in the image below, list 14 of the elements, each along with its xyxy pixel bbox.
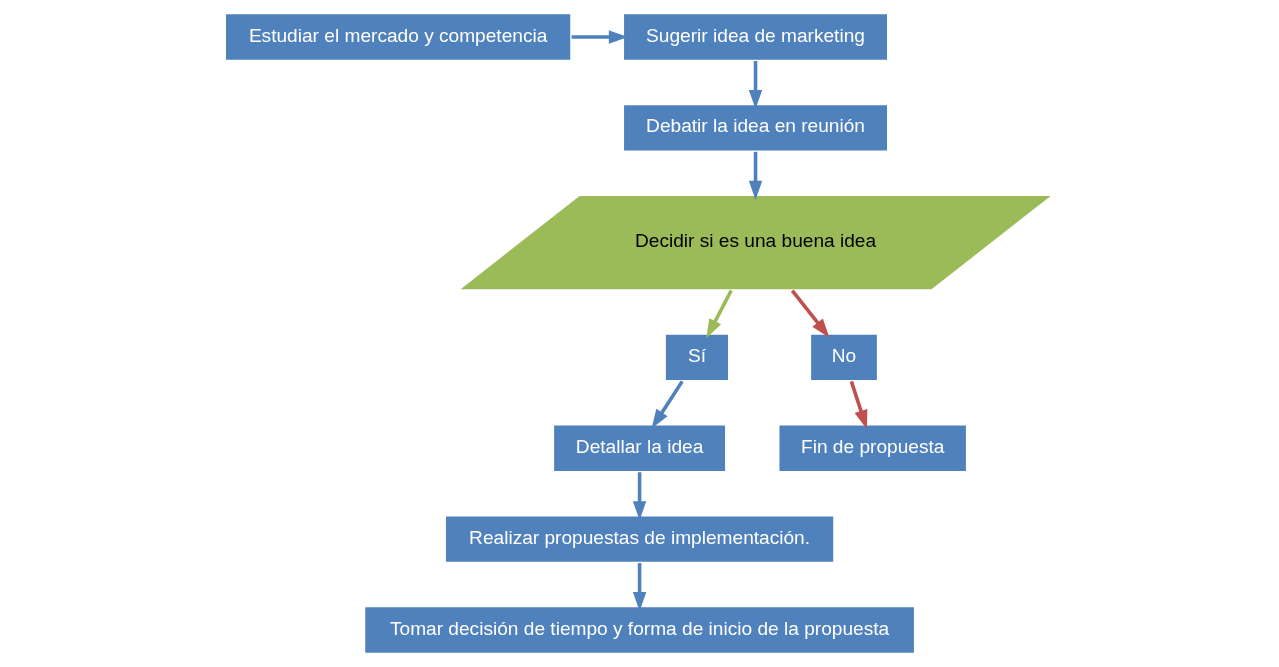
node-box: Detallar la idea — [551, 423, 728, 474]
node-box: Sí — [663, 332, 731, 383]
arrow — [706, 289, 733, 339]
node-box: Estudiar el mercado y competencia — [223, 11, 573, 63]
arrow — [651, 380, 684, 429]
arrow — [790, 289, 830, 338]
node-box: No — [808, 332, 880, 383]
arrow — [748, 151, 763, 201]
node-box: Realizar propuestas de implementación. — [443, 514, 836, 565]
arrow — [849, 380, 868, 430]
node-box: Debatir la idea en reunión — [621, 102, 890, 153]
node-box: Sugerir idea de marketing — [621, 11, 890, 63]
node-box: Fin de propuesta — [777, 423, 969, 474]
node-box: Tomar decisión de tiempo y forma de inicio de la propuesta — [362, 604, 917, 656]
